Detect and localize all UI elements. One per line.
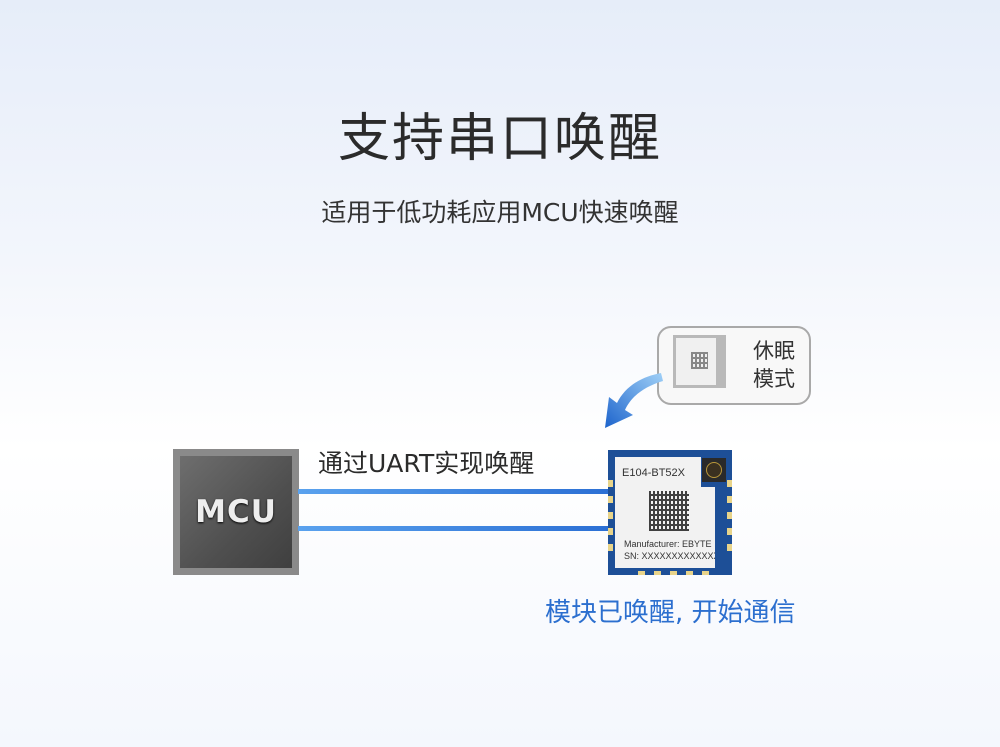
sleep-line2: 模式 <box>753 367 795 391</box>
mcu-chip: MCU <box>173 449 299 575</box>
page-subtitle: 适用于低功耗应用MCU快速唤醒 <box>321 198 679 227</box>
curved-arrow-icon <box>605 373 663 428</box>
uart-line-tx <box>298 489 612 494</box>
page-title: 支持串口唤醒 <box>337 109 662 169</box>
module-sn: SN: XXXXXXXXXXXXX <box>624 551 720 561</box>
sleep-mode-label: 休眠 模式 <box>753 337 795 393</box>
status-text: 模块已唤醒, 开始通信 <box>545 598 796 628</box>
module-manufacturer: Manufacturer: EBYTE <box>624 539 712 549</box>
module-label: E104-BT52X Manufacturer: EBYTE SN: XXXXX… <box>615 457 715 568</box>
antenna-connector-icon <box>702 458 726 482</box>
sleeping-module-icon <box>673 335 726 388</box>
module-model: E104-BT52X <box>622 467 685 479</box>
sleep-line1: 休眠 <box>753 339 795 363</box>
uart-label: 通过UART实现唤醒 <box>318 449 535 478</box>
mcu-label: MCU <box>195 494 277 530</box>
uart-line-rx <box>298 526 612 531</box>
qr-code-icon <box>649 491 689 531</box>
